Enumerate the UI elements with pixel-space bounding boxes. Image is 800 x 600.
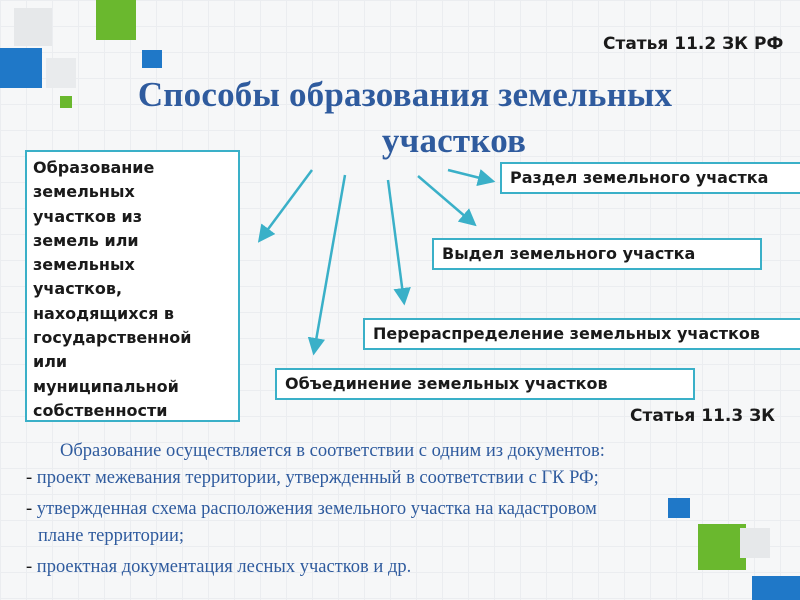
document-item: - проект межевания территории, утвержден…: [26, 465, 786, 492]
document-item-continuation: плане территории;: [38, 526, 185, 546]
formation-source-line: государственной: [33, 328, 192, 348]
formation-source-line: находящихся в: [33, 303, 175, 323]
arrow-to-obedinenie: [307, 174, 347, 356]
method-obedinenie-box: Объединение земельных участков: [275, 368, 695, 400]
decor-square-blue-left: [0, 48, 42, 88]
decor-square-light-mid: [46, 58, 76, 88]
decor-square-green-top: [96, 0, 136, 40]
arrow-to-left-box: [257, 169, 314, 243]
slide-title-line-2: участков: [381, 121, 527, 160]
decor-square-blue-bottom-mid: [668, 498, 690, 518]
formation-source-line: земельных: [33, 182, 135, 202]
article-reference-bottom: Статья 11.3 ЗК: [630, 406, 776, 426]
document-item: - утвержденная схема расположения земель…: [26, 496, 786, 523]
formation-source-line: муниципальной: [33, 376, 179, 396]
decor-square-green-bottom: [698, 524, 746, 570]
documents-lead: Образование осуществляется в соответстви…: [60, 441, 605, 461]
decor-square-blue-bottom: [752, 576, 800, 600]
bullet-dash: -: [26, 468, 33, 488]
bullet-dash: -: [26, 557, 33, 577]
method-vydel-box: Выдел земельного участка: [432, 238, 762, 270]
decor-square-green-small: [60, 96, 72, 108]
formation-source-line: или: [33, 352, 68, 372]
document-item: - проектная документация лесных участков…: [26, 554, 786, 581]
document-item-text: проектная документация лесных участков и…: [36, 557, 412, 577]
bullet-dash: -: [26, 499, 33, 519]
method-pereraspredelenie-box: Перераспределение земельных участков: [363, 318, 800, 350]
formation-source-box: Образование земельных участков из земель…: [25, 150, 240, 422]
formation-source-line: Образование: [33, 158, 155, 177]
formation-source-line: участков из: [33, 206, 143, 226]
slide-title-line-1: Способы образования земельных: [137, 75, 673, 114]
method-razdel-box: Раздел земельного участка: [500, 162, 800, 194]
document-item-text: утвержденная схема расположения земельно…: [36, 499, 597, 519]
formation-source-line: земель или: [33, 230, 139, 250]
article-reference-top: Статья 11.2 ЗК РФ: [603, 34, 784, 54]
decor-square-blue-small: [142, 50, 162, 68]
formation-source-line: участков,: [33, 279, 123, 299]
formation-source-line: земельных: [33, 255, 135, 275]
document-item-text: проект межевания территории, утвержденны…: [36, 468, 599, 488]
arrow-to-pereraspredelenie: [386, 179, 411, 306]
documents-description: Образование осуществляется в соответстви…: [26, 438, 786, 581]
decor-square-light-bottom: [740, 528, 770, 558]
slide-title: Способы образования земельных участков: [60, 72, 750, 164]
formation-source-line: собственности: [33, 400, 168, 420]
arrow-to-vydel: [417, 175, 477, 227]
arrow-to-razdel: [447, 168, 496, 187]
decor-square-light-top: [14, 8, 52, 46]
